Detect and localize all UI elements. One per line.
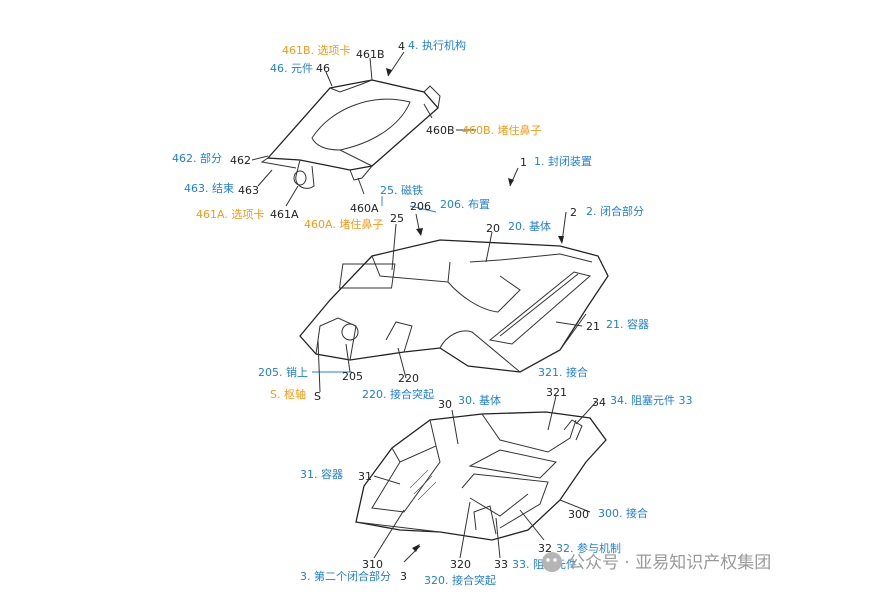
ref-30: 30 [438, 398, 452, 411]
leader-lines [251, 51, 597, 563]
ref-20: 20 [486, 222, 500, 235]
label-30: 30. 基体 [458, 393, 501, 407]
label-320: 320. 接合突起 [424, 573, 496, 587]
ref-1: 1 [520, 156, 527, 169]
ref-3: 3 [400, 570, 407, 583]
watermark: 公众号 · 亚易知识产权集团 [542, 552, 771, 573]
label-461B: 461B. 选项卡 [282, 44, 351, 57]
ref-21: 21 [586, 320, 600, 333]
ref-461B: 461B [356, 48, 385, 61]
reference-numerals: 461B 4 46 460B 462 463 461A 460A 1 25 20… [230, 40, 606, 583]
label-220: 220. 接合突起 [362, 387, 434, 401]
label-463: 463. 结束 [184, 182, 234, 195]
ref-220: 220 [398, 372, 419, 385]
wechat-icon [542, 552, 562, 572]
label-25: 25. 磁铁 [380, 184, 423, 197]
label-32: 32. 参与机制 [556, 541, 621, 555]
ref-S: S [314, 390, 321, 403]
ref-31: 31 [358, 470, 372, 483]
label-1: 1. 封闭装置 [534, 154, 592, 168]
ref-321: 321 [546, 386, 567, 399]
ref-32: 32 [538, 542, 552, 555]
translation-labels: 461B. 选项卡 4. 执行机构 46. 元件 460B. 堵住鼻子 462.… [172, 38, 692, 587]
watermark-text: 公众号 · 亚易知识产权集团 [568, 553, 771, 573]
ref-320: 320 [450, 558, 471, 571]
label-321: 321. 接合 [538, 365, 588, 379]
ref-46: 46 [316, 62, 330, 75]
ref-205: 205 [342, 370, 363, 383]
label-460A: 460A. 堵住鼻子 [304, 217, 383, 231]
label-300: 300. 接合 [598, 506, 648, 520]
ref-310: 310 [362, 558, 383, 571]
ref-25: 25 [390, 212, 404, 225]
label-205: 205. 销上 [258, 365, 308, 379]
ref-461A: 461A [270, 208, 299, 221]
label-46: 46. 元件 [270, 62, 313, 75]
closure-part-2-drawing [299, 239, 609, 373]
closure-part-3-drawing [355, 411, 607, 541]
label-460B: 460B. 堵住鼻子 [462, 123, 542, 137]
label-461A: 461A. 选项卡 [196, 208, 264, 221]
label-206: 206. 布置 [440, 198, 490, 211]
ref-300: 300 [568, 508, 589, 521]
ref-33: 33 [494, 558, 508, 571]
ref-34: 34 [592, 396, 606, 409]
ref-463: 463 [238, 184, 259, 197]
label-3: 3. 第二个闭合部分 [300, 569, 391, 583]
ref-462: 462 [230, 154, 251, 167]
actuator-drawing [260, 79, 441, 189]
label-34: 34. 阻塞元件 33 [610, 393, 692, 407]
ref-460B: 460B [426, 124, 455, 137]
ref-460A: 460A [350, 202, 379, 215]
ref-4: 4 [398, 40, 405, 53]
label-4: 4. 执行机构 [408, 38, 466, 52]
label-S: S. 枢轴 [270, 387, 306, 401]
label-21: 21. 容器 [606, 317, 649, 331]
label-31: 31. 容器 [300, 467, 343, 481]
label-2: 2. 闭合部分 [586, 204, 644, 218]
label-462: 462. 部分 [172, 151, 222, 165]
ref-2: 2 [570, 206, 577, 219]
ref-206: 206 [410, 200, 431, 213]
label-20: 20. 基体 [508, 219, 551, 233]
